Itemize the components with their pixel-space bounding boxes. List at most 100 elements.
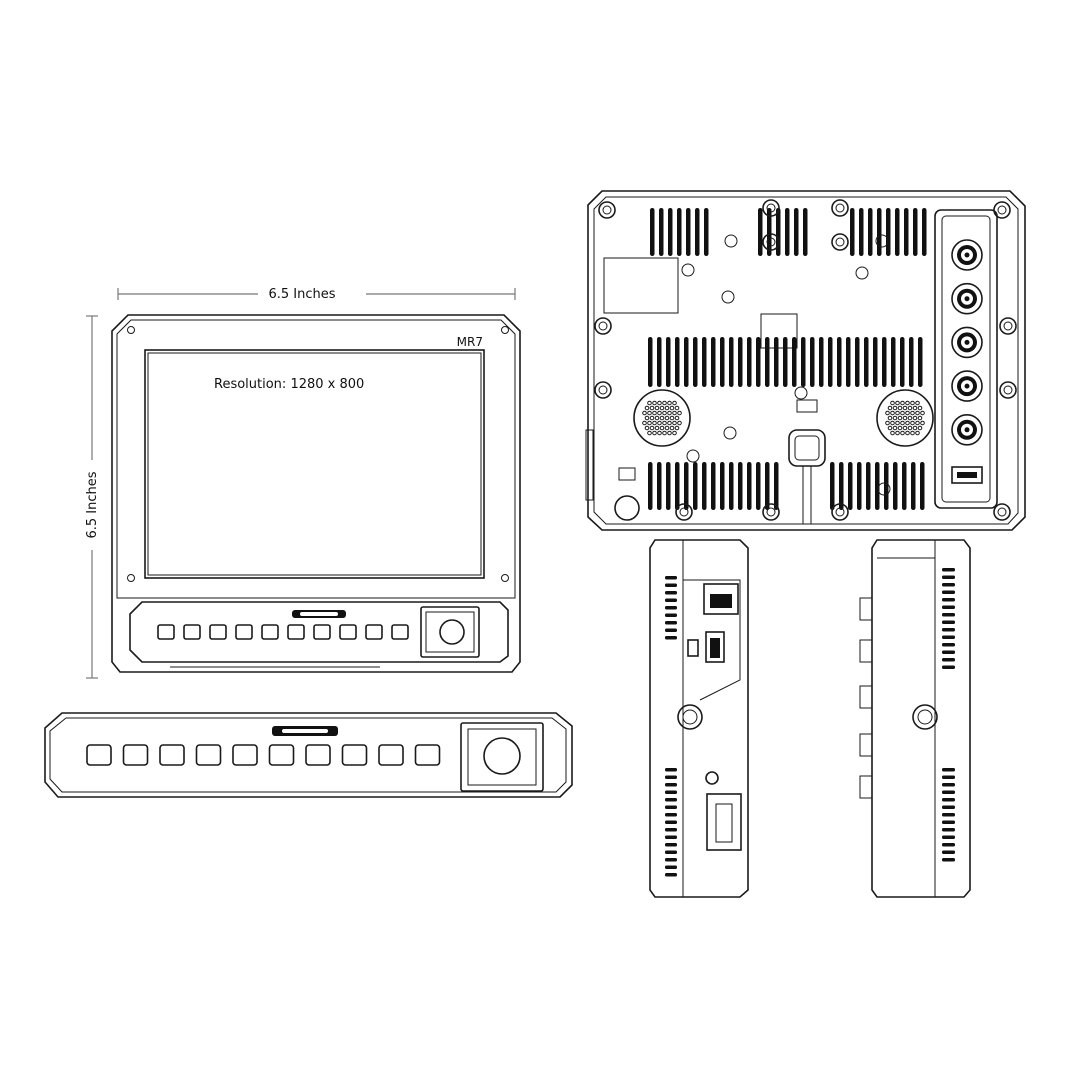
strip-button[interactable] <box>341 744 368 766</box>
vent-slot <box>864 337 869 387</box>
strip-button[interactable] <box>159 744 185 766</box>
resolution-label: Resolution: 1280 x 800 <box>214 377 364 392</box>
mini-usb-port[interactable] <box>687 639 699 657</box>
speaker-hole <box>907 425 913 431</box>
vent-slot <box>803 208 808 256</box>
vent-slot <box>900 337 905 387</box>
front-button[interactable] <box>261 624 279 640</box>
battery-latch[interactable] <box>788 429 826 467</box>
vent-slot <box>720 337 725 387</box>
strip-button[interactable] <box>378 744 404 766</box>
vent-slot <box>891 337 896 387</box>
vent-slot <box>942 643 955 647</box>
vent-slot <box>794 208 799 256</box>
front-button[interactable] <box>287 624 305 640</box>
vent-slot <box>893 462 898 510</box>
speaker-hole <box>917 425 923 431</box>
strip-button[interactable] <box>414 744 441 766</box>
side-button[interactable] <box>859 685 873 709</box>
vent-slot <box>659 208 664 256</box>
control-knob[interactable] <box>439 619 465 645</box>
front-button[interactable] <box>339 624 357 640</box>
right-side-vents <box>942 568 955 862</box>
vent-slot <box>665 576 677 580</box>
headphone-jack[interactable] <box>705 771 719 785</box>
speaker-hole <box>885 420 890 426</box>
front-button[interactable] <box>365 624 383 640</box>
card-slot[interactable] <box>706 793 742 851</box>
front-button[interactable] <box>157 624 175 640</box>
vent-slot <box>675 337 680 387</box>
height-dimension: 6.5 Inches <box>85 315 100 679</box>
front-button[interactable] <box>391 624 409 640</box>
hdmi-port-pins <box>957 472 977 478</box>
ethernet-port[interactable] <box>703 583 739 615</box>
strip-button[interactable] <box>232 744 258 766</box>
screw <box>993 503 1011 521</box>
hdmi-port[interactable] <box>951 466 983 484</box>
speaker-hole <box>885 410 890 416</box>
vent-slot <box>665 628 677 632</box>
vent-slot <box>648 462 653 510</box>
screw <box>675 503 693 521</box>
power-connector[interactable] <box>614 495 640 521</box>
speaker-hole <box>662 400 667 406</box>
vent-slot <box>657 337 662 387</box>
strip-button[interactable] <box>122 744 149 766</box>
screw <box>993 201 1011 219</box>
strip-button[interactable] <box>86 744 112 766</box>
vent-slot <box>702 462 707 510</box>
speaker-hole <box>897 405 903 411</box>
side-button[interactable] <box>859 639 873 663</box>
vent-slot <box>904 208 909 256</box>
mount-hole <box>686 449 700 463</box>
speaker-hole <box>905 400 910 406</box>
strip-button[interactable] <box>195 744 222 766</box>
usb-port[interactable] <box>705 631 725 663</box>
speaker-hole <box>910 420 915 426</box>
front-button[interactable] <box>209 624 227 640</box>
bnc-connector[interactable] <box>951 239 983 271</box>
speaker-hole <box>890 420 895 426</box>
front-button[interactable] <box>183 624 201 640</box>
bnc-connector[interactable] <box>951 326 983 359</box>
side-button[interactable] <box>859 597 873 621</box>
strip-button[interactable] <box>305 744 331 766</box>
strip-knob[interactable] <box>483 737 521 775</box>
vent-slot <box>895 208 900 256</box>
left-side-housing <box>649 539 749 898</box>
front-button[interactable] <box>313 624 331 640</box>
front-housing <box>111 314 521 673</box>
side-button[interactable] <box>859 775 873 799</box>
vent-slot <box>665 835 677 839</box>
io-panel <box>683 579 741 701</box>
speaker-hole <box>902 405 908 411</box>
front-button[interactable] <box>235 624 253 640</box>
side-button[interactable] <box>859 733 873 757</box>
speaker-hole <box>887 405 893 411</box>
vent-slot <box>684 337 689 387</box>
bnc-connector[interactable] <box>951 282 983 315</box>
vent-slot <box>884 462 889 510</box>
speaker-hole <box>920 420 925 426</box>
screw-head <box>598 385 608 395</box>
screw-head <box>997 507 1007 517</box>
vent-slot <box>665 813 677 817</box>
speaker-hole <box>674 415 680 421</box>
speaker-hole <box>887 425 893 431</box>
vent-slot <box>848 462 853 510</box>
vent-slot <box>942 635 955 639</box>
bnc-connector[interactable] <box>951 413 983 446</box>
strip-button[interactable] <box>268 744 295 766</box>
bnc-connector[interactable] <box>951 370 983 402</box>
vent-slot <box>873 337 878 387</box>
vent-slot <box>702 337 707 387</box>
speaker-hole <box>912 425 918 431</box>
vent-slot <box>942 805 955 809</box>
vent-slot <box>942 813 955 817</box>
speaker-grille <box>633 389 691 447</box>
mount-hole <box>794 386 808 400</box>
vent-slot <box>729 462 734 510</box>
bnc-connector-pin <box>964 252 970 258</box>
speaker-hole <box>915 430 920 436</box>
